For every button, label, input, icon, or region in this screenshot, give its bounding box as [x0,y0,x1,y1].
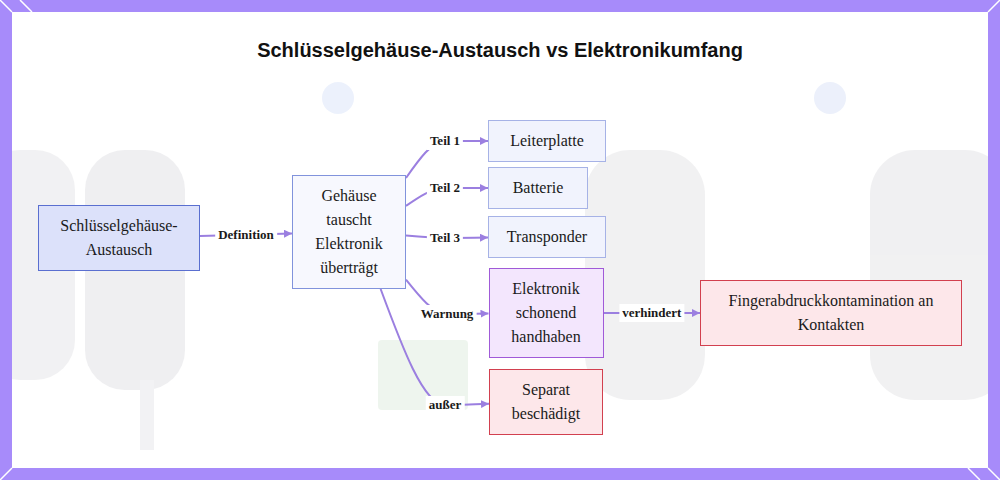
node-text: Separat beschädigt [500,378,592,426]
edge-label: Teil 1 [427,132,463,150]
step-circle [322,82,354,114]
corner-mark [0,0,12,12]
node-text: Transponder [499,225,595,249]
corner-mark [988,0,1000,12]
edge-label: außer [426,396,465,414]
edge-label: Teil 3 [427,229,463,247]
process-box: Elektronik schonend handhaben [489,268,604,358]
process-box: Schlüsselgehäuse-Austausch [38,205,200,271]
corner-mark [20,0,32,12]
diagram-title: Schlüsselgehäuse-Austausch vs Elektronik… [250,38,750,63]
connector-arrow [381,289,489,405]
edge-label: Warnung [418,305,477,323]
key-blade [140,380,154,450]
step-circle [814,82,846,114]
corner-mark [988,468,1000,480]
faded-key-photo [0,82,1000,450]
corner-mark [968,468,980,480]
process-box: Batterie [488,167,588,209]
edge-label: Definition [215,226,277,244]
corner-mark [0,468,12,480]
process-box: Transponder [488,216,606,258]
node-text: Leiterplatte [499,129,595,153]
node-text: Gehäuse tauscht Elektronik überträgt [303,184,395,280]
process-box: Gehäuse tauscht Elektronik überträgt [292,175,406,289]
edge-label: verhindert [619,304,684,322]
node-text: Schlüsselgehäuse-Austausch [49,214,189,262]
node-text: Batterie [499,176,577,200]
key-shell [870,150,1000,400]
process-box: Fingerabdruckkontamination an Kontakten [700,280,962,346]
node-text: Elektronik schonend handhaben [500,277,593,349]
node-text: Fingerabdruckkontamination an Kontakten [711,289,951,337]
edge-label: Teil 2 [427,179,463,197]
process-box: Separat beschädigt [489,369,603,435]
process-box: Leiterplatte [488,120,606,162]
frame-border [6,6,994,474]
